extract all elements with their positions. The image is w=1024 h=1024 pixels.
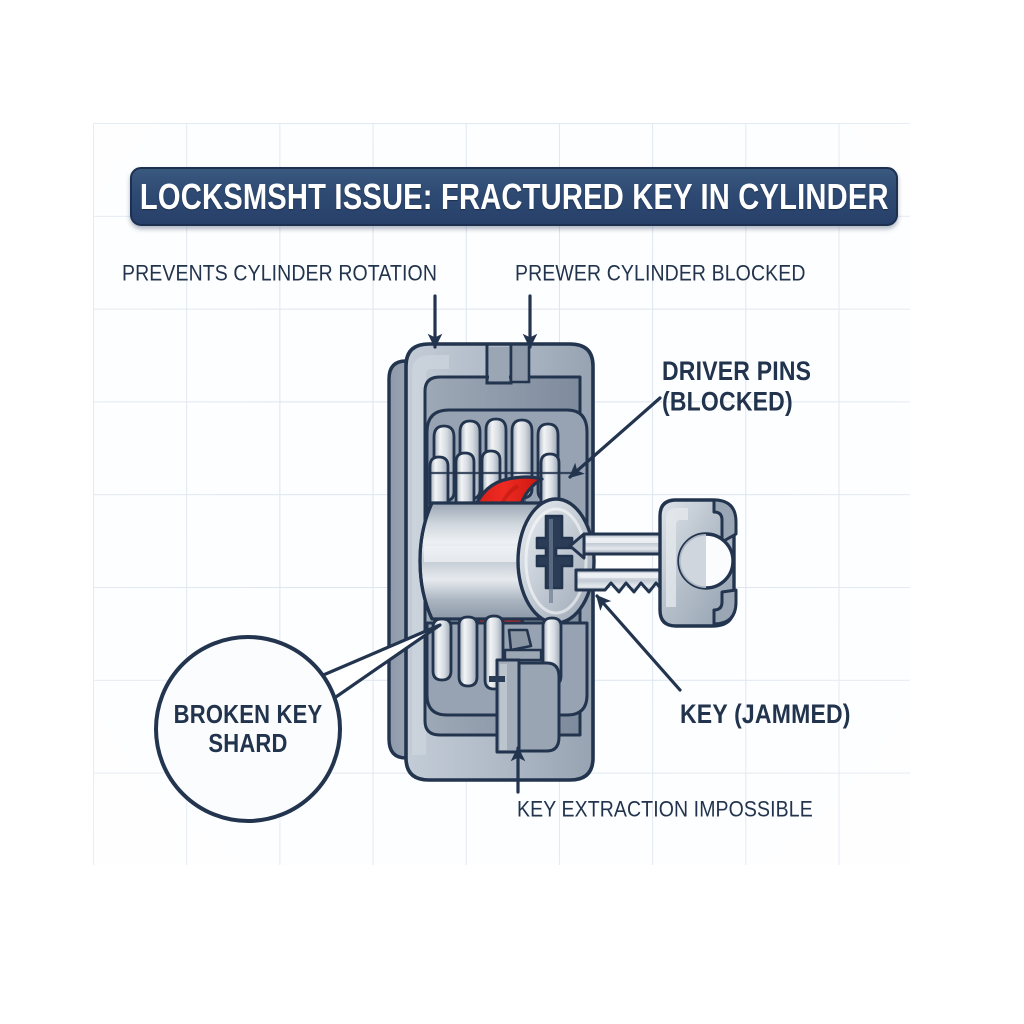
page-title: LOCKSMSHT ISSUE: FRACTURED KEY IN CYLIND… [139, 175, 889, 217]
label-broken-key-shard: BROKEN KEY SHARD [173, 699, 323, 758]
label-key-jammed: KEY (JAMMED) [680, 698, 851, 729]
label-driver-pins-blocked: DRIVER PINS (BLOCKED) [662, 355, 812, 416]
label-cylinder-blocked: PREWER CYLINDER BLOCKED [515, 260, 806, 287]
label-key-extraction-impossible: KEY EXTRACTION IMPOSSIBLE [517, 796, 813, 823]
title-banner: LOCKSMSHT ISSUE: FRACTURED KEY IN CYLIND… [130, 167, 898, 226]
label-prevents-cylinder-rotation: PREVENTS CYLINDER ROTATION [122, 260, 437, 287]
